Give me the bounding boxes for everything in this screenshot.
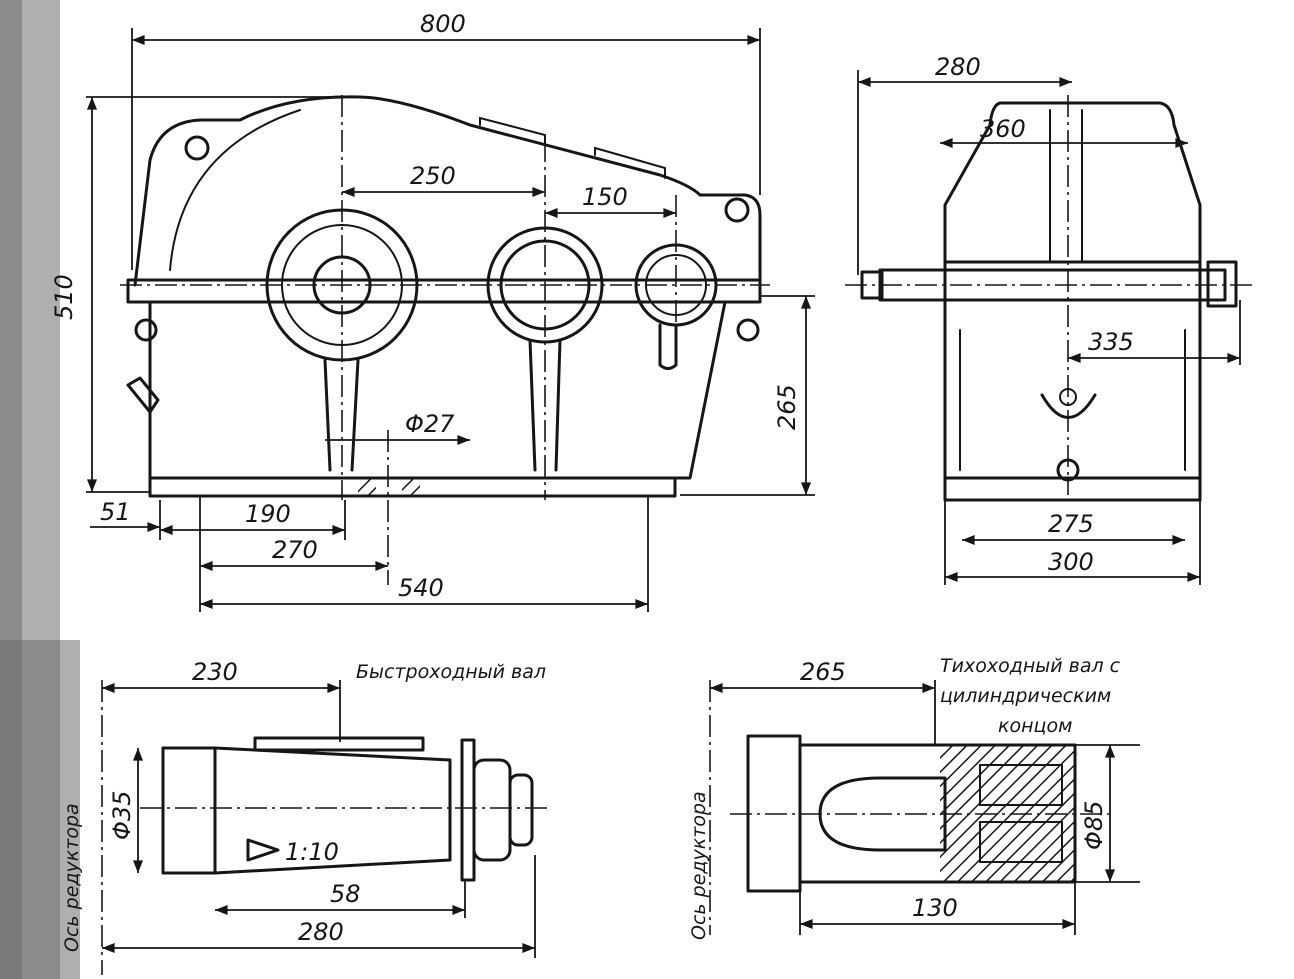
fast-shaft-caption: Быстроходный вал	[356, 661, 546, 683]
cover-inner-curve	[169, 109, 301, 271]
fast-shaft-detail	[101, 680, 550, 975]
flange-bolt-left	[134, 318, 158, 342]
side-base	[943, 476, 1202, 502]
dim-bolt-hole: Φ27	[405, 410, 455, 438]
taper-symbol-icon	[246, 838, 280, 862]
dim-side-360: 360	[980, 115, 1026, 143]
front-view-dimensions: 800 510 250 150 265 Φ27 51 190 270 540	[50, 10, 815, 612]
hatch-bolt-hole-left	[358, 478, 376, 496]
dim-slow-diameter: Φ85	[1080, 801, 1108, 850]
rib-slow	[323, 358, 360, 472]
slow-shaft-axis-label: Ось редуктора	[688, 791, 710, 940]
dim-fast-280: 280	[298, 918, 344, 946]
housing-body-outline	[148, 300, 727, 480]
housing-cover-outline	[133, 95, 762, 287]
rib-mid	[528, 338, 562, 472]
hatch-bolt-hole-right	[402, 478, 420, 496]
fast-shaft-key	[253, 736, 425, 752]
slow-shaft-thread-hole-bottom	[979, 821, 1063, 863]
dim-side-275: 275	[1048, 510, 1094, 538]
fast-shaft-axis-label: Ось редуктора	[61, 803, 83, 952]
dim-fast-diameter: Φ35	[108, 791, 136, 840]
slow-shaft-keyway	[818, 776, 947, 852]
fast-shaft-taper-ratio: 1:10	[285, 838, 339, 866]
slow-shaft-thread-hole-top	[979, 764, 1063, 806]
fast-shaft-thread-end	[508, 773, 534, 847]
side-body-walls	[959, 329, 1186, 471]
dim-shaft-axis-height: 265	[773, 384, 801, 430]
dim-fast-230: 230	[192, 658, 238, 686]
dim-540: 540	[398, 574, 444, 602]
slow-shaft-detail	[709, 680, 1110, 935]
dim-overall-height: 510	[50, 274, 78, 320]
dim-axis-distance-150: 150	[582, 183, 628, 211]
flange-bolt-right	[736, 318, 760, 342]
dim-190: 190	[245, 500, 291, 528]
dim-slow-265: 265	[800, 658, 846, 686]
inspection-hatch-2	[594, 146, 666, 179]
slow-shaft-dimensions: Тихоходный вал с цилиндрическим концом 2…	[688, 655, 1140, 940]
lifting-eye-left	[184, 135, 210, 161]
dim-fast-58: 58	[330, 880, 361, 908]
slow-shaft-section-hatch	[940, 745, 1075, 882]
fast-shaft-dimensions: Быстроходный вал 230 Φ35 1:10 58 280 Ось…	[61, 658, 546, 958]
side-shaft-coupling-right	[1206, 260, 1238, 308]
dim-270: 270	[272, 536, 318, 564]
rib-fast	[658, 323, 678, 370]
oil-gauge-icon	[126, 376, 160, 414]
side-cover-ribs	[1049, 109, 1083, 263]
fast-shaft-washer	[460, 738, 476, 882]
housing-flange	[126, 278, 762, 304]
fast-shaft-nut	[472, 758, 512, 862]
slow-shaft-caption-1: Тихоходный вал с	[940, 655, 1121, 677]
slow-shaft-caption-2: цилиндрическим	[940, 685, 1111, 707]
side-body-outline	[943, 260, 1202, 480]
dim-side-335: 335	[1088, 328, 1134, 356]
dim-overall-length: 800	[420, 10, 466, 38]
side-view	[845, 95, 1255, 502]
dim-slow-130: 130	[912, 894, 958, 922]
dim-axis-distance-250: 250	[410, 162, 456, 190]
side-view-dimensions: 280 360 335 275 300	[857, 53, 1241, 585]
slow-shaft-caption-3: концом	[998, 715, 1072, 737]
front-view	[120, 95, 770, 585]
dim-side-280: 280	[935, 53, 981, 81]
dim-side-300: 300	[1048, 548, 1094, 576]
lifting-eye-right	[724, 197, 750, 223]
scan-noise	[0, 0, 80, 979]
dim-51: 51	[100, 498, 131, 526]
